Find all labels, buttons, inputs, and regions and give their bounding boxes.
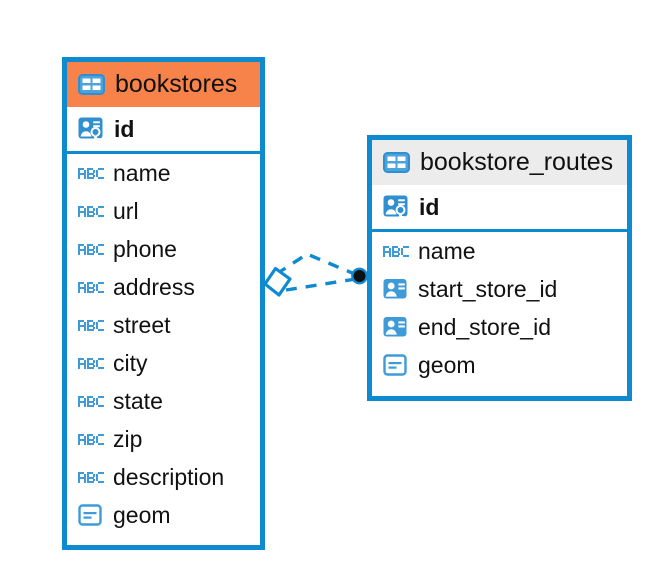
text-field-icon: [78, 315, 104, 335]
field-label: name: [113, 159, 171, 186]
field-label: city: [113, 349, 148, 376]
field-row-start-store-id[interactable]: start_store_id: [372, 270, 627, 308]
field-label: start_store_id: [418, 275, 558, 302]
entity-title: bookstores: [115, 70, 238, 98]
text-field-icon: [78, 391, 104, 411]
text-field-icon: [78, 201, 104, 221]
table-icon: [78, 74, 105, 95]
table-icon: [383, 152, 410, 173]
text-field-icon: [78, 163, 104, 183]
field-row-end-store-id[interactable]: end_store_id: [372, 308, 627, 346]
entity-header-bookstores[interactable]: bookstores: [67, 62, 260, 107]
field-list-bookstore-routes: name start_store_id: [372, 232, 627, 390]
relationship-line-upper: [277, 252, 358, 277]
diamond-marker: [263, 266, 292, 297]
field-label: phone: [113, 235, 177, 262]
field-row-primary-key[interactable]: id: [67, 107, 260, 154]
field-label: description: [113, 463, 225, 490]
field-list-bookstores: name u: [67, 154, 260, 540]
geometry-field-icon: [78, 503, 104, 527]
text-field-icon: [78, 277, 104, 297]
field-label: address: [113, 273, 195, 300]
geometry-field-icon: [383, 353, 409, 377]
field-label: geom: [418, 351, 476, 378]
entity-header-bookstore-routes[interactable]: bookstore_routes: [372, 140, 627, 185]
field-row-primary-key[interactable]: id: [372, 185, 627, 232]
field-label: id: [114, 115, 135, 142]
entity-bookstores[interactable]: bookstores: [62, 57, 265, 550]
field-label: zip: [113, 425, 143, 452]
field-row-geom[interactable]: geom: [372, 346, 627, 384]
field-label: name: [418, 237, 476, 264]
field-row-name[interactable]: name: [372, 232, 627, 270]
text-field-icon: [78, 467, 104, 487]
entity-bookstore-routes[interactable]: bookstore_routes id: [367, 135, 632, 401]
field-row-geom[interactable]: geom: [67, 496, 260, 534]
text-field-icon: [78, 239, 104, 259]
primary-key-icon: [383, 195, 410, 220]
field-row-street[interactable]: street: [67, 306, 260, 344]
field-row-name[interactable]: name: [67, 154, 260, 192]
field-label: state: [113, 387, 163, 414]
field-label: url: [113, 197, 139, 224]
foreign-key-icon: [383, 316, 409, 338]
foreign-key-icon: [383, 278, 409, 300]
field-row-city[interactable]: city: [67, 344, 260, 382]
text-field-icon: [78, 353, 104, 373]
field-row-url[interactable]: url: [67, 192, 260, 230]
field-label: street: [113, 311, 171, 338]
field-label: geom: [113, 501, 171, 528]
relationship-line-lower: [285, 277, 357, 292]
field-row-address[interactable]: address: [67, 268, 260, 306]
field-row-phone[interactable]: phone: [67, 230, 260, 268]
primary-key-icon: [78, 117, 105, 142]
filled-circle-marker: [351, 267, 368, 285]
field-label: id: [419, 193, 440, 220]
text-field-icon: [78, 429, 104, 449]
field-label: end_store_id: [418, 313, 551, 340]
field-row-state[interactable]: state: [67, 382, 260, 420]
entity-title: bookstore_routes: [420, 148, 614, 176]
field-row-zip[interactable]: zip: [67, 420, 260, 458]
field-row-description[interactable]: description: [67, 458, 260, 496]
text-field-icon: [383, 241, 409, 261]
